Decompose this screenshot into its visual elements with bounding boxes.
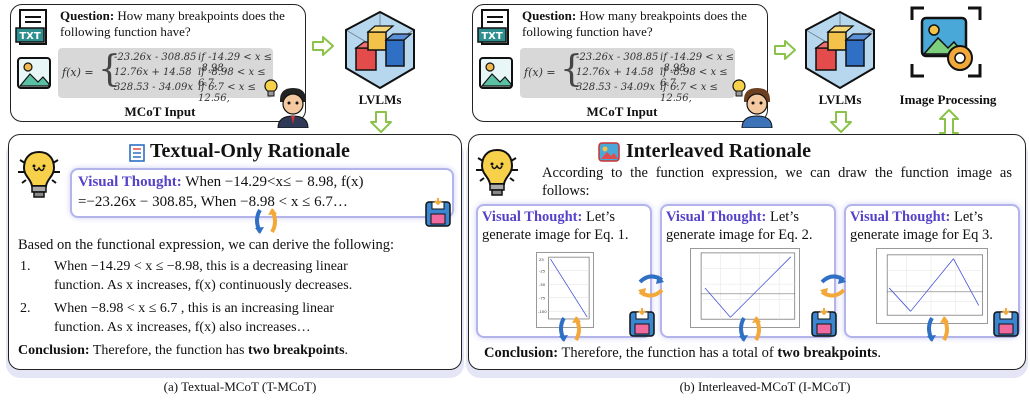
image-processing-label: Image Processing bbox=[899, 92, 997, 107]
intro-text: According to the function expression, we… bbox=[542, 165, 1012, 199]
mcot-input-caption-left: MCoT Input bbox=[124, 104, 196, 119]
txt-badge: TXT bbox=[481, 31, 503, 42]
arrow-right-icon bbox=[312, 36, 334, 56]
thinking-person-icon bbox=[741, 88, 773, 128]
list-item: 2. bbox=[20, 301, 31, 316]
cycle-arrows-icon bbox=[739, 316, 761, 342]
list-item-line: function. As x increases, f(x) also incr… bbox=[54, 320, 311, 335]
lvlm-label-right: LVLMs bbox=[818, 92, 862, 107]
small-lightbulb-icon bbox=[264, 79, 278, 97]
cycle-arrows-icon bbox=[820, 274, 846, 298]
formula-row: 12.76x + 14.58 bbox=[576, 67, 654, 78]
formula-cond: if 6.7 < x ≤ 12.56, bbox=[660, 82, 718, 104]
txt-document-icon: TXT bbox=[15, 9, 47, 45]
formula-row: 328.53 - 34.09x bbox=[576, 82, 655, 93]
svg-text:-50: -50 bbox=[539, 282, 546, 287]
formula-cond: if -14.29 < x ≤ -8.98, bbox=[198, 52, 273, 74]
formula-image-right: f(x) = { -23.26x - 308.85 if -14.29 < x … bbox=[520, 48, 735, 104]
list-item-line: function. As x increases, f(x) continuou… bbox=[54, 278, 353, 293]
save-disk-icon bbox=[811, 308, 837, 337]
caption-right: (b) Interleaved-MCoT (I-MCoT) bbox=[679, 379, 851, 394]
save-disk-icon bbox=[629, 308, 655, 337]
lvlm-cubes-icon bbox=[345, 10, 415, 90]
svg-text:-25: -25 bbox=[539, 269, 546, 274]
image-icon bbox=[479, 57, 513, 89]
formula-row: -23.26x - 308.85 bbox=[576, 52, 659, 63]
cycle-arrows-icon bbox=[638, 274, 664, 298]
textual-rationale-title: Textual-Only Rationale bbox=[150, 140, 350, 162]
function-plot-3 bbox=[876, 248, 988, 324]
formula-cond: if 6.7 < x ≤ 12.56, bbox=[198, 82, 256, 104]
mcot-input-caption-right: MCoT Input bbox=[586, 104, 658, 119]
image-icon bbox=[17, 57, 51, 89]
question-left: Question: How many breakpoints does the … bbox=[60, 8, 285, 39]
formula-row: 12.76x + 14.58 bbox=[114, 67, 192, 78]
lightbulb-icon bbox=[476, 148, 518, 196]
interleaved-rationale-title: Interleaved Rationale bbox=[626, 140, 811, 162]
lightbulb-icon bbox=[18, 150, 60, 198]
arrow-down-icon bbox=[830, 111, 852, 133]
lvlm-label-left: LVLMs bbox=[358, 92, 402, 107]
formula-fx: f(x) = bbox=[62, 66, 94, 79]
list-item-line: When −8.98 < x ≤ 6.7 , this is an increa… bbox=[54, 301, 335, 316]
formula-fx: f(x) = bbox=[524, 66, 556, 79]
lvlm-cubes-icon bbox=[805, 10, 875, 90]
svg-text:-100: -100 bbox=[538, 309, 547, 314]
conclusion-left: Conclusion: Therefore, the function has … bbox=[18, 343, 349, 358]
save-disk-icon bbox=[993, 308, 1019, 337]
function-plot-1: 25 -25 -50 -75 -100 bbox=[536, 252, 594, 328]
cycle-arrows-icon bbox=[927, 316, 949, 342]
list-item: 1. bbox=[20, 259, 31, 274]
formula-row: 328.53 - 34.09x bbox=[114, 82, 193, 93]
function-plot-2 bbox=[690, 248, 800, 328]
cycle-arrows-icon bbox=[559, 316, 581, 342]
txt-document-icon: TXT bbox=[477, 9, 509, 45]
small-lightbulb-icon bbox=[732, 79, 746, 97]
caption-left: (a) Textual-MCoT (T-MCoT) bbox=[163, 379, 317, 394]
txt-badge: TXT bbox=[19, 31, 41, 42]
arrow-down-icon bbox=[370, 111, 392, 133]
list-item-line: When −14.29 < x ≤ −8.98, this is a decre… bbox=[54, 259, 348, 274]
conclusion-right: Conclusion: Therefore, the function has … bbox=[484, 345, 881, 361]
question-right: Question: How many breakpoints does the … bbox=[522, 8, 747, 39]
derive-text: Based on the functional expression, we c… bbox=[18, 237, 395, 253]
visual-thought-text-panel bbox=[70, 168, 454, 218]
svg-text:-75: -75 bbox=[539, 296, 546, 301]
formula-cond: if -8.98 < x ≤ 6.7, bbox=[660, 67, 728, 89]
formula-cond: if -8.98 < x ≤ 6.7, bbox=[198, 67, 266, 89]
formula-row: -23.26x - 308.85 bbox=[114, 52, 197, 63]
formula-cond: if -14.29 < x ≤ -8.98, bbox=[660, 52, 735, 74]
thinking-person-icon bbox=[277, 88, 309, 128]
save-disk-icon bbox=[425, 198, 451, 227]
arrow-right-icon bbox=[774, 40, 796, 60]
formula-image-left: f(x) = { -23.26x - 308.85 if -14.29 < x … bbox=[58, 48, 273, 104]
document-list-icon bbox=[129, 144, 145, 162]
image-processing-icon bbox=[910, 6, 982, 78]
visual-thought-text: Visual Thought: When −14.29<x≤ − 8.98, f… bbox=[78, 174, 364, 210]
svg-text:25: 25 bbox=[539, 257, 544, 262]
cycle-arrows-icon bbox=[255, 208, 277, 234]
picture-frame-icon bbox=[598, 142, 620, 162]
